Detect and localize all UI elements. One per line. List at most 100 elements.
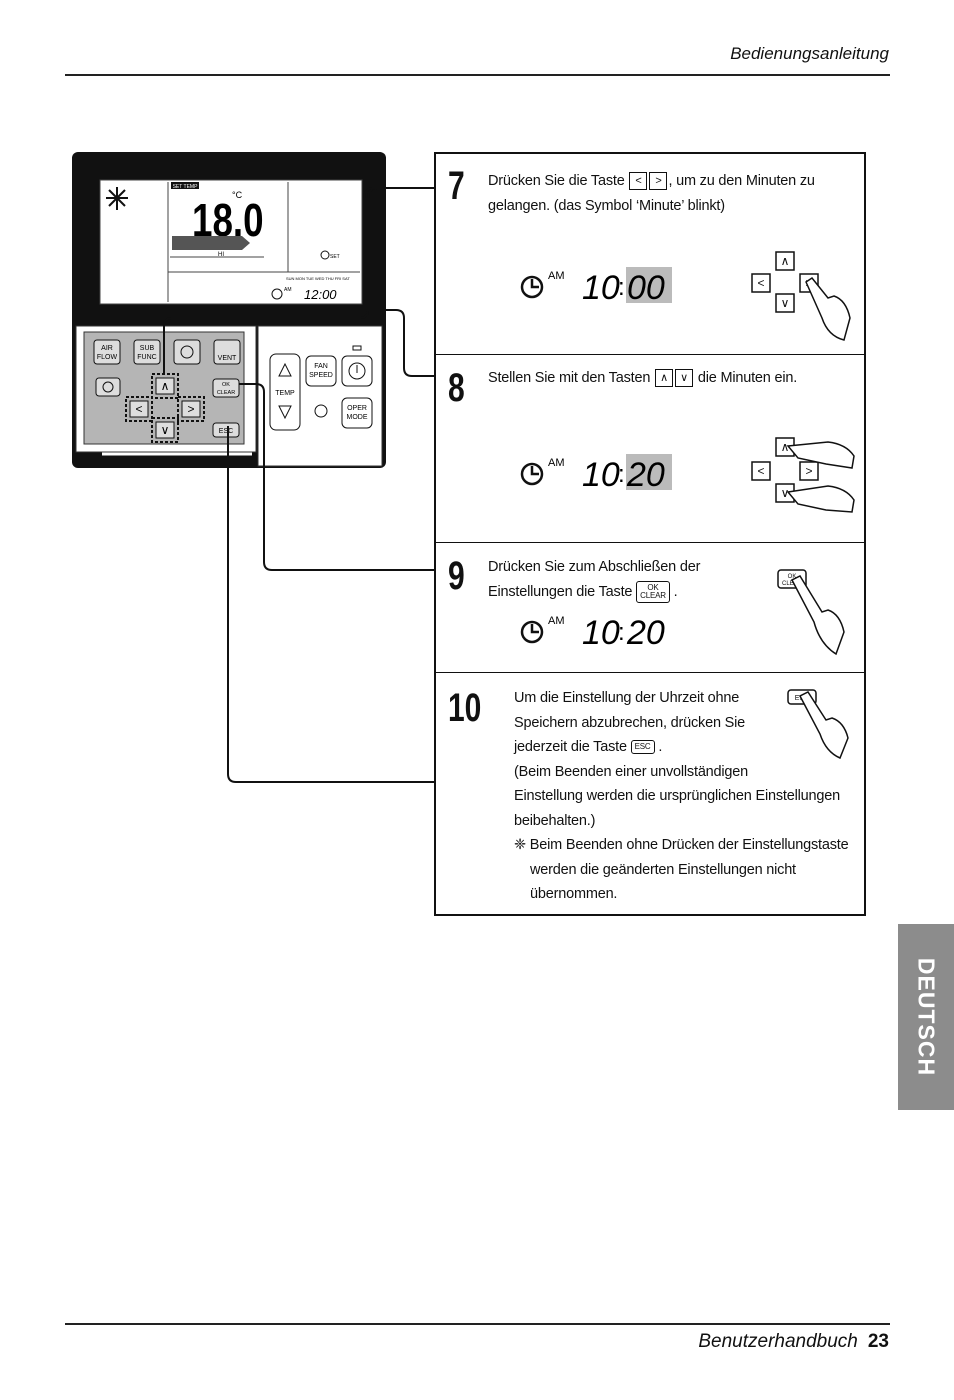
right-key-icon: > — [649, 172, 668, 191]
svg-text:FUNC: FUNC — [137, 354, 156, 361]
svg-text::: : — [618, 461, 625, 488]
lcd-set-label: SET — [330, 254, 340, 260]
esc-key-icon: ESC — [630, 740, 655, 755]
oper-mode-button — [341, 397, 373, 429]
svg-text:<: < — [757, 464, 764, 478]
clock-icon — [520, 462, 544, 486]
svg-text:10: 10 — [582, 456, 620, 494]
air-flow-button — [93, 339, 121, 365]
svg-text:FLOW: FLOW — [97, 354, 118, 361]
footer-rule — [65, 1323, 890, 1325]
lcd-clock-ampm: AM — [284, 287, 292, 293]
settings-button — [173, 339, 201, 365]
svg-text::: : — [618, 274, 625, 301]
clock-icon — [520, 620, 544, 644]
header-title: Bedienungsanleitung — [730, 44, 889, 63]
lcd-days: SUN MON TUE WED THU FRI SAT — [286, 276, 350, 281]
svg-text:>: > — [805, 464, 812, 478]
svg-text:CLEAR: CLEAR — [782, 581, 803, 587]
svg-text:AM: AM — [548, 270, 565, 282]
up-key-icon: ∧ — [655, 369, 674, 388]
down-key-icon: ∨ — [675, 369, 694, 388]
svg-text:10: 10 — [582, 269, 620, 307]
vent-button — [213, 339, 241, 365]
svg-text:∨: ∨ — [781, 486, 790, 500]
header-rule — [65, 74, 890, 76]
sub-func-button — [133, 339, 161, 365]
sensor-icon — [314, 404, 328, 418]
step-number: 9 — [448, 554, 465, 598]
svg-text:SPEED: SPEED — [309, 372, 333, 379]
step-10: 10 Um die Einstellung der Uhrzeit ohne S… — [436, 672, 864, 916]
lcd-clock-time: 12:00 — [304, 287, 337, 302]
left-key-icon: < — [629, 172, 648, 191]
temp-buttons — [269, 353, 301, 431]
step-text: Drücken Sie zum Abschließen der Einstell… — [488, 555, 700, 604]
svg-text:AIR: AIR — [101, 345, 113, 352]
language-tab-label: DEUTSCH — [913, 957, 940, 1077]
svg-text:ESC: ESC — [219, 428, 233, 435]
right-button — [181, 400, 201, 418]
snowflake-icon — [106, 187, 128, 210]
svg-text::: : — [618, 619, 625, 646]
step-number: 7 — [448, 164, 465, 208]
svg-text:TEMP: TEMP — [275, 390, 295, 397]
left-button — [129, 400, 149, 418]
svg-text:OK: OK — [222, 382, 230, 388]
fan-speed-button — [305, 355, 337, 387]
page-number: 23 — [867, 1331, 889, 1352]
svg-text:OPER: OPER — [347, 405, 367, 412]
lcd-fan-level: HI — [218, 252, 224, 258]
svg-text:20: 20 — [626, 456, 665, 494]
step-7: 7 Drücken Sie die Taste <>, um zu den Mi… — [436, 154, 864, 355]
step-9: 9 Drücken Sie zum Abschließen der Einste… — [436, 542, 864, 673]
steps-panel: 7 Drücken Sie die Taste <>, um zu den Mi… — [434, 152, 866, 916]
clock-icon — [271, 288, 283, 300]
set-temp-badge: SET TEMP — [173, 184, 198, 190]
lcd-unit: °C — [232, 190, 243, 200]
hand-pressing-esc-icon: ESC — [787, 689, 849, 759]
step-text: Stellen Sie mit den Tasten ∧∨ die Minute… — [488, 369, 798, 388]
language-tab: DEUTSCH — [898, 924, 954, 1110]
down-button — [155, 421, 175, 439]
clock-icon — [520, 275, 544, 299]
footer: Benutzerhandbuch 23 — [698, 1331, 889, 1353]
step-text: Um die Einstellung der Uhrzeit ohne Spei… — [514, 690, 849, 902]
svg-text:∧: ∧ — [781, 440, 790, 454]
svg-text:<: < — [135, 402, 142, 416]
svg-text:CLEAR: CLEAR — [217, 390, 235, 396]
svg-text:VENT: VENT — [218, 355, 237, 362]
up-button — [155, 377, 175, 395]
svg-text:AM: AM — [548, 457, 565, 469]
fan-bar-icon — [172, 236, 250, 250]
svg-text:>: > — [187, 402, 194, 416]
footer-title: Benutzerhandbuch — [698, 1331, 858, 1352]
clock-display: AM 10 : 00 — [520, 267, 672, 307]
ok-clear-button — [212, 378, 240, 398]
svg-text:∧: ∧ — [781, 254, 790, 268]
step-8: 8 Stellen Sie mit den Tasten ∧∨ die Minu… — [436, 354, 864, 543]
step-text: Drücken Sie die Taste <>, um zu den Minu… — [488, 172, 815, 214]
svg-text:FAN: FAN — [314, 363, 328, 370]
svg-text:20: 20 — [626, 614, 665, 652]
svg-text:AM: AM — [548, 615, 565, 627]
esc-button — [212, 422, 240, 438]
svg-text:∨: ∨ — [161, 423, 170, 437]
svg-text:∨: ∨ — [781, 296, 790, 310]
svg-text:∧: ∧ — [161, 379, 170, 393]
power-icon — [348, 362, 366, 380]
timer-button — [95, 377, 121, 397]
gear-icon — [180, 345, 194, 359]
svg-text:00: 00 — [627, 269, 665, 307]
clock-icon — [102, 381, 114, 393]
step-number: 10 — [448, 686, 482, 730]
svg-text:MODE: MODE — [347, 414, 368, 421]
step-number: 8 — [448, 366, 465, 410]
svg-text:OK: OK — [788, 574, 797, 580]
clock-display: AM 10 : 20 — [520, 614, 665, 652]
note-symbol-icon: ❈ — [514, 837, 526, 853]
svg-text:<: < — [757, 276, 764, 290]
clock-display: AM 10 : 20 — [520, 454, 672, 494]
